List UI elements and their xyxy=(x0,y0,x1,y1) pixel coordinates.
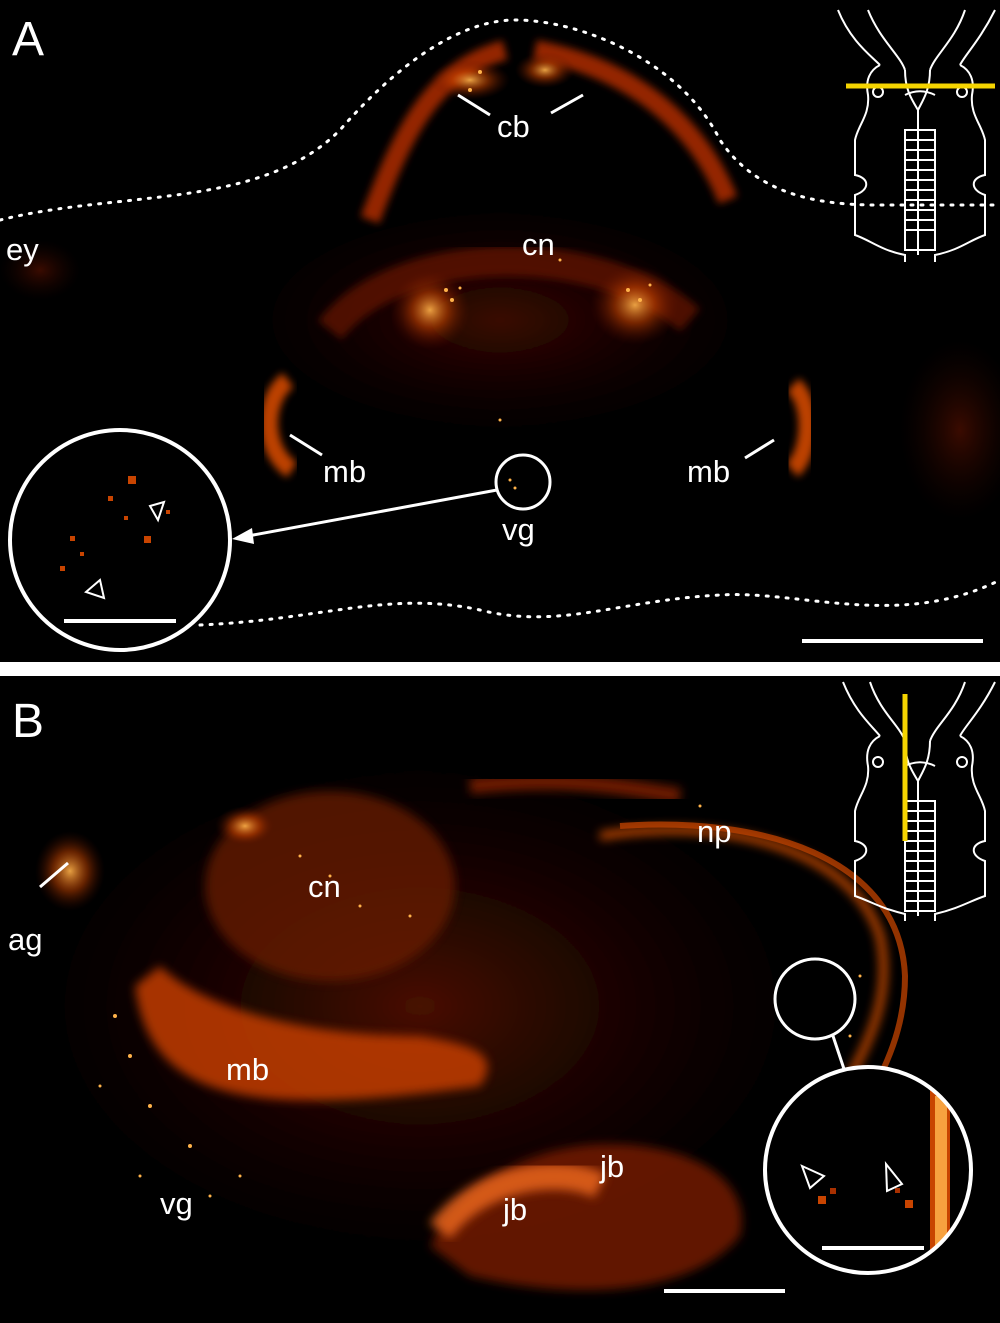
label-np: np xyxy=(697,814,731,849)
panel-a-ventral-outline xyxy=(198,578,1000,627)
panel-b-roi-circle xyxy=(773,957,857,1041)
label-mb: mb xyxy=(226,1052,269,1087)
panel-b-magnified-inset xyxy=(763,1065,973,1275)
panel-b-micrograph: B np cn ag mb jb jb vg xyxy=(0,676,1000,1323)
panel-a-tissue xyxy=(0,40,1000,520)
panel-b-arrowhead-marker-2 xyxy=(884,1161,904,1193)
label-cb: cb xyxy=(497,109,530,144)
label-ey: ey xyxy=(6,232,39,267)
label-cn: cn xyxy=(308,869,341,904)
panel-a-micrograph: A cb cn ey mb mb vg xyxy=(0,0,1000,662)
panel-b-tissue xyxy=(20,746,909,1291)
panel-a-zoom-arrow xyxy=(247,488,498,538)
panel-a-arrowhead-marker-2 xyxy=(84,578,106,600)
panel-b: B np cn ag mb jb jb vg xyxy=(0,676,1000,1323)
label-jb-upper: jb xyxy=(599,1149,624,1184)
label-cn: cn xyxy=(522,227,555,262)
panel-a-arrowhead xyxy=(232,528,254,544)
panel-b-letter: B xyxy=(12,695,44,748)
panel-b-leader-ag xyxy=(39,861,69,889)
label-mb-right: mb xyxy=(687,454,730,489)
label-jb-lower: jb xyxy=(502,1192,527,1227)
panel-a-leader-lines xyxy=(289,93,775,460)
panel-b-orientation-schematic xyxy=(842,681,996,921)
panel-a: A cb cn ey mb mb vg xyxy=(0,0,1000,662)
label-vg: vg xyxy=(160,1186,193,1221)
panel-b-zoom-arrow xyxy=(831,1035,847,1073)
panel-a-magnified-inset xyxy=(8,428,232,652)
panel-a-roi-circle xyxy=(494,453,552,511)
panel-a-arrowhead-marker-1 xyxy=(148,500,166,523)
label-mb-left: mb xyxy=(323,454,366,489)
label-ag: ag xyxy=(8,922,42,957)
label-vg: vg xyxy=(502,512,535,547)
panel-a-letter: A xyxy=(12,13,44,66)
panel-b-arrowhead-marker-1 xyxy=(800,1164,826,1190)
